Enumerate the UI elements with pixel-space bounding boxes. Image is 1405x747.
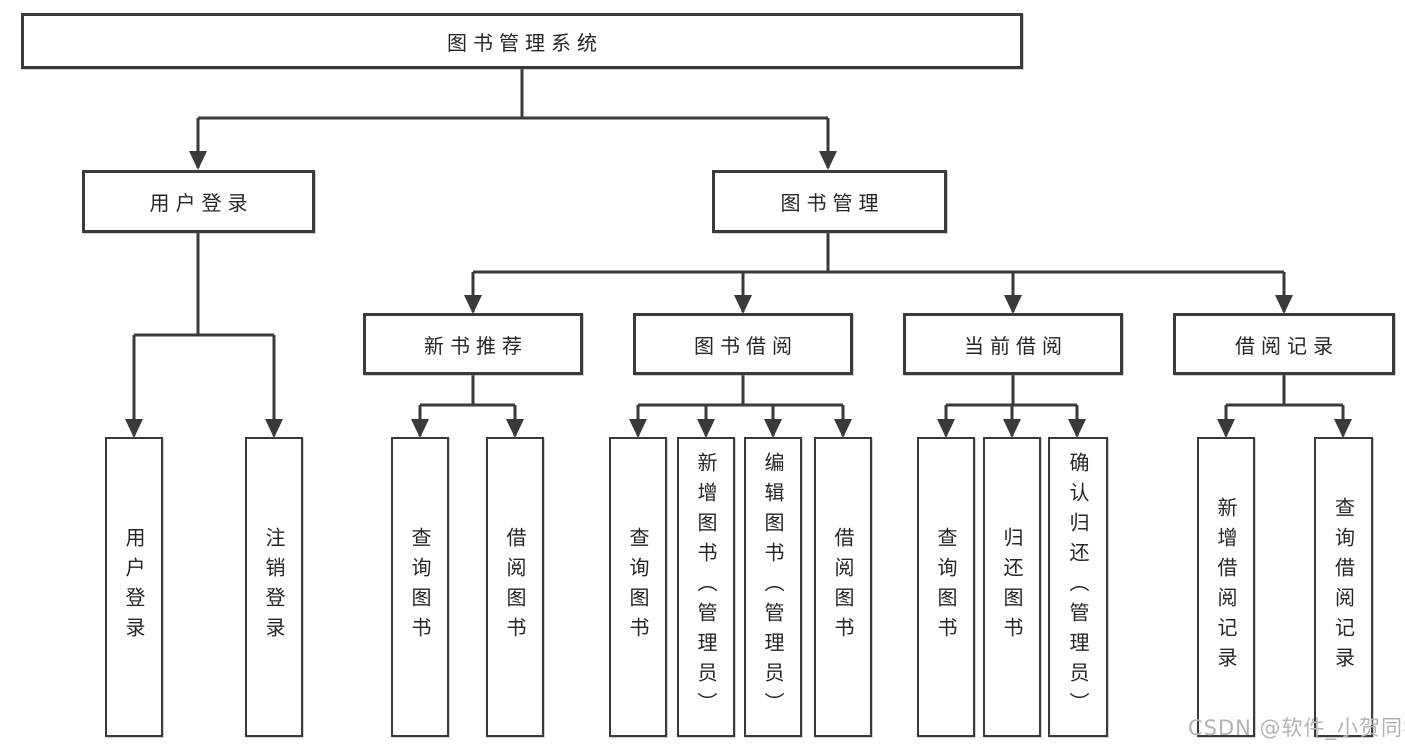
arrowhead-icon (629, 419, 647, 438)
arrowhead-icon (1217, 419, 1235, 438)
arrowhead-icon (1004, 295, 1022, 314)
node-logout-action: 注销登录 (245, 437, 303, 737)
arrowhead-icon (819, 151, 837, 170)
node-label: 借阅记录 (1235, 333, 1339, 358)
connector-book-management-children (471, 233, 1286, 312)
arrowhead-icon (1334, 419, 1352, 438)
arrowhead-icon (834, 419, 852, 438)
arrowhead-icon (125, 419, 143, 438)
arrowhead-icon (1068, 419, 1086, 438)
node-label: 确认归还（管理员） (1066, 452, 1090, 722)
node-label: 归还图书 (1000, 527, 1024, 647)
node-edit-books-admin: 编辑图书（管理员） (744, 437, 802, 737)
node-label: 编辑图书（管理员） (761, 452, 785, 722)
node-label: 图书借阅 (694, 333, 798, 358)
node-label: 查询借阅记录 (1331, 497, 1356, 677)
csdn-watermark: CSDN @软件_小贺同学 (1188, 716, 1405, 740)
connector-user-login-children (132, 233, 276, 436)
connector-book-borrowing-children (636, 375, 845, 436)
node-label: 用户登录 (122, 527, 146, 647)
node-label: 当前借阅 (964, 333, 1068, 358)
node-user-login-action: 用户登录 (105, 437, 163, 737)
arrowhead-icon (937, 419, 955, 438)
node-user-login: 用户登录 (82, 170, 315, 233)
node-label: 图书管理 (780, 191, 885, 215)
arrowhead-icon (1003, 419, 1021, 438)
node-borrow-books-2: 借阅图书 (814, 437, 872, 737)
node-label: 新书推荐 (424, 333, 528, 358)
node-label: 查询图书 (408, 527, 432, 647)
node-query-books-3: 查询图书 (917, 437, 975, 737)
node-label: 借阅图书 (503, 527, 527, 647)
node-root-library-system: 图书管理系统 (21, 13, 1023, 69)
node-add-borrow-record: 新增借阅记录 (1197, 437, 1255, 737)
node-label: 借阅图书 (831, 527, 855, 647)
node-current-borrowing: 当前借阅 (903, 313, 1123, 375)
arrowhead-icon (734, 295, 752, 314)
node-borrow-books-1: 借阅图书 (486, 437, 544, 737)
node-book-management: 图书管理 (712, 170, 947, 233)
node-query-books-2: 查询图书 (609, 437, 667, 737)
node-confirm-return-admin: 确认归还（管理员） (1048, 437, 1108, 737)
arrowhead-icon (411, 419, 429, 438)
node-label: 用户登录 (149, 191, 254, 215)
node-new-book-recommend: 新书推荐 (363, 313, 583, 375)
node-book-borrowing: 图书借阅 (633, 313, 853, 375)
connector-new-book-children (418, 375, 517, 436)
node-label: 新增图书（管理员） (694, 452, 718, 722)
node-label: 图书管理系统 (447, 30, 603, 55)
node-label: 新增借阅记录 (1214, 497, 1238, 677)
arrowhead-icon (506, 419, 524, 438)
connector-root-to-level2 (196, 69, 830, 168)
node-label: 查询图书 (934, 527, 958, 647)
arrowhead-icon (189, 151, 207, 170)
node-add-books-admin: 新增图书（管理员） (677, 437, 735, 737)
node-query-books-1: 查询图书 (391, 437, 449, 737)
node-label: 查询图书 (626, 527, 650, 647)
connector-borrowing-records-children (1224, 375, 1345, 436)
node-return-books: 归还图书 (983, 437, 1041, 737)
arrowhead-icon (464, 295, 482, 314)
arrowhead-icon (1275, 295, 1293, 314)
arrowhead-icon (697, 419, 715, 438)
node-label: 注销登录 (262, 527, 286, 647)
node-query-borrow-record: 查询借阅记录 (1314, 437, 1373, 737)
arrowhead-icon (764, 419, 782, 438)
arrowhead-icon (265, 419, 283, 438)
node-borrowing-records: 借阅记录 (1173, 313, 1395, 375)
